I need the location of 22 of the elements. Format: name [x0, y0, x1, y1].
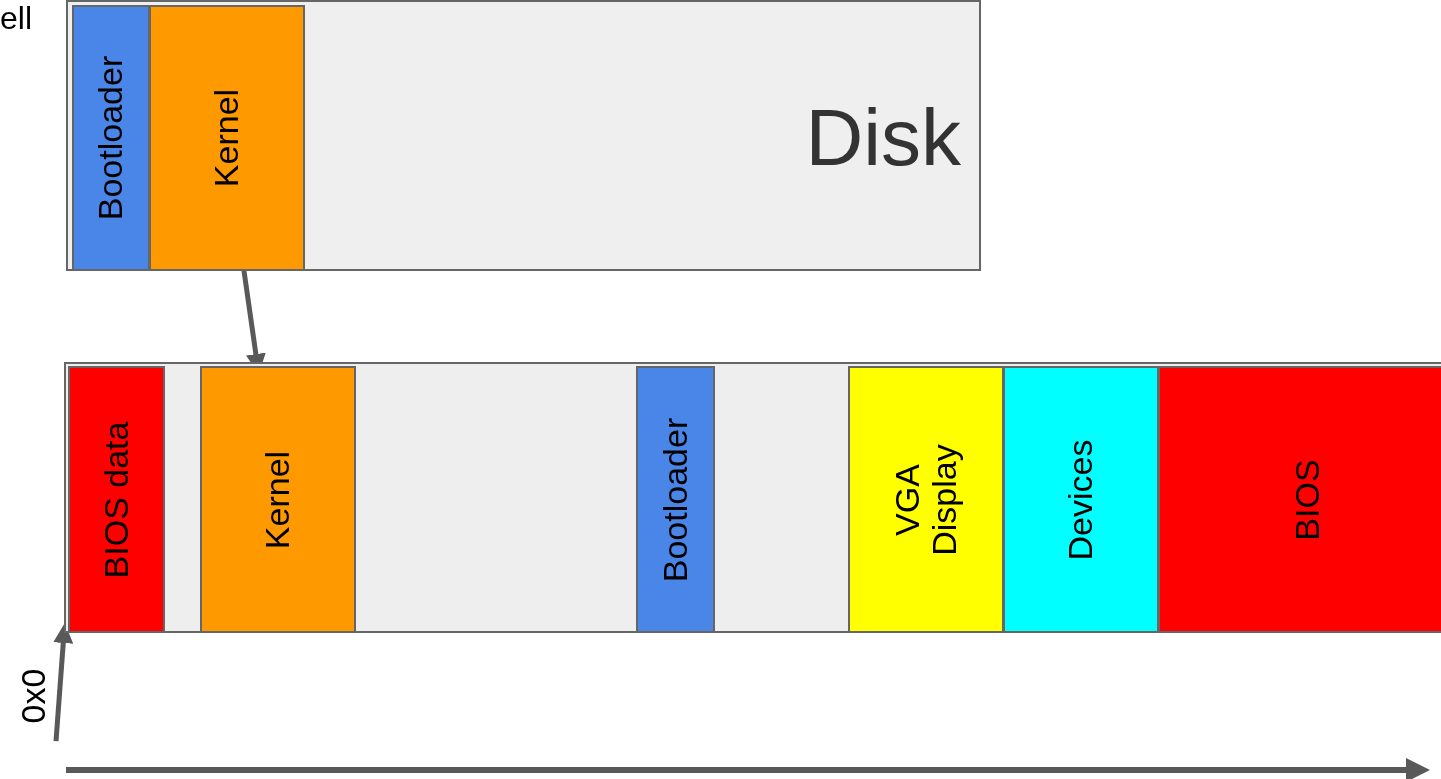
memory-region — [72, 5, 150, 271]
memory-region — [68, 366, 165, 633]
memory-region — [200, 366, 356, 633]
region-label: Kernel — [208, 88, 246, 188]
region-label: VGA Display — [888, 442, 964, 558]
region-label: 0x0 — [15, 668, 53, 724]
region-label: BIOS — [1289, 458, 1327, 541]
region-label: Bootloader — [656, 417, 695, 582]
memory-region — [1158, 366, 1441, 633]
arrow — [53, 623, 74, 742]
memory-region — [848, 366, 1004, 633]
memory-region — [149, 5, 305, 271]
region-label: Bootloader — [92, 55, 130, 221]
region-label: Kernel — [259, 450, 297, 549]
region-label: BIOS data — [97, 421, 136, 578]
memory-map-bar — [64, 362, 1441, 633]
region-label: Devices — [1062, 439, 1100, 560]
memory-region — [636, 366, 715, 633]
cut-off-text: ell — [0, 2, 32, 34]
memory-region — [1003, 366, 1159, 633]
disk-title: Disk — [805, 92, 961, 184]
disk-panel — [66, 0, 981, 271]
